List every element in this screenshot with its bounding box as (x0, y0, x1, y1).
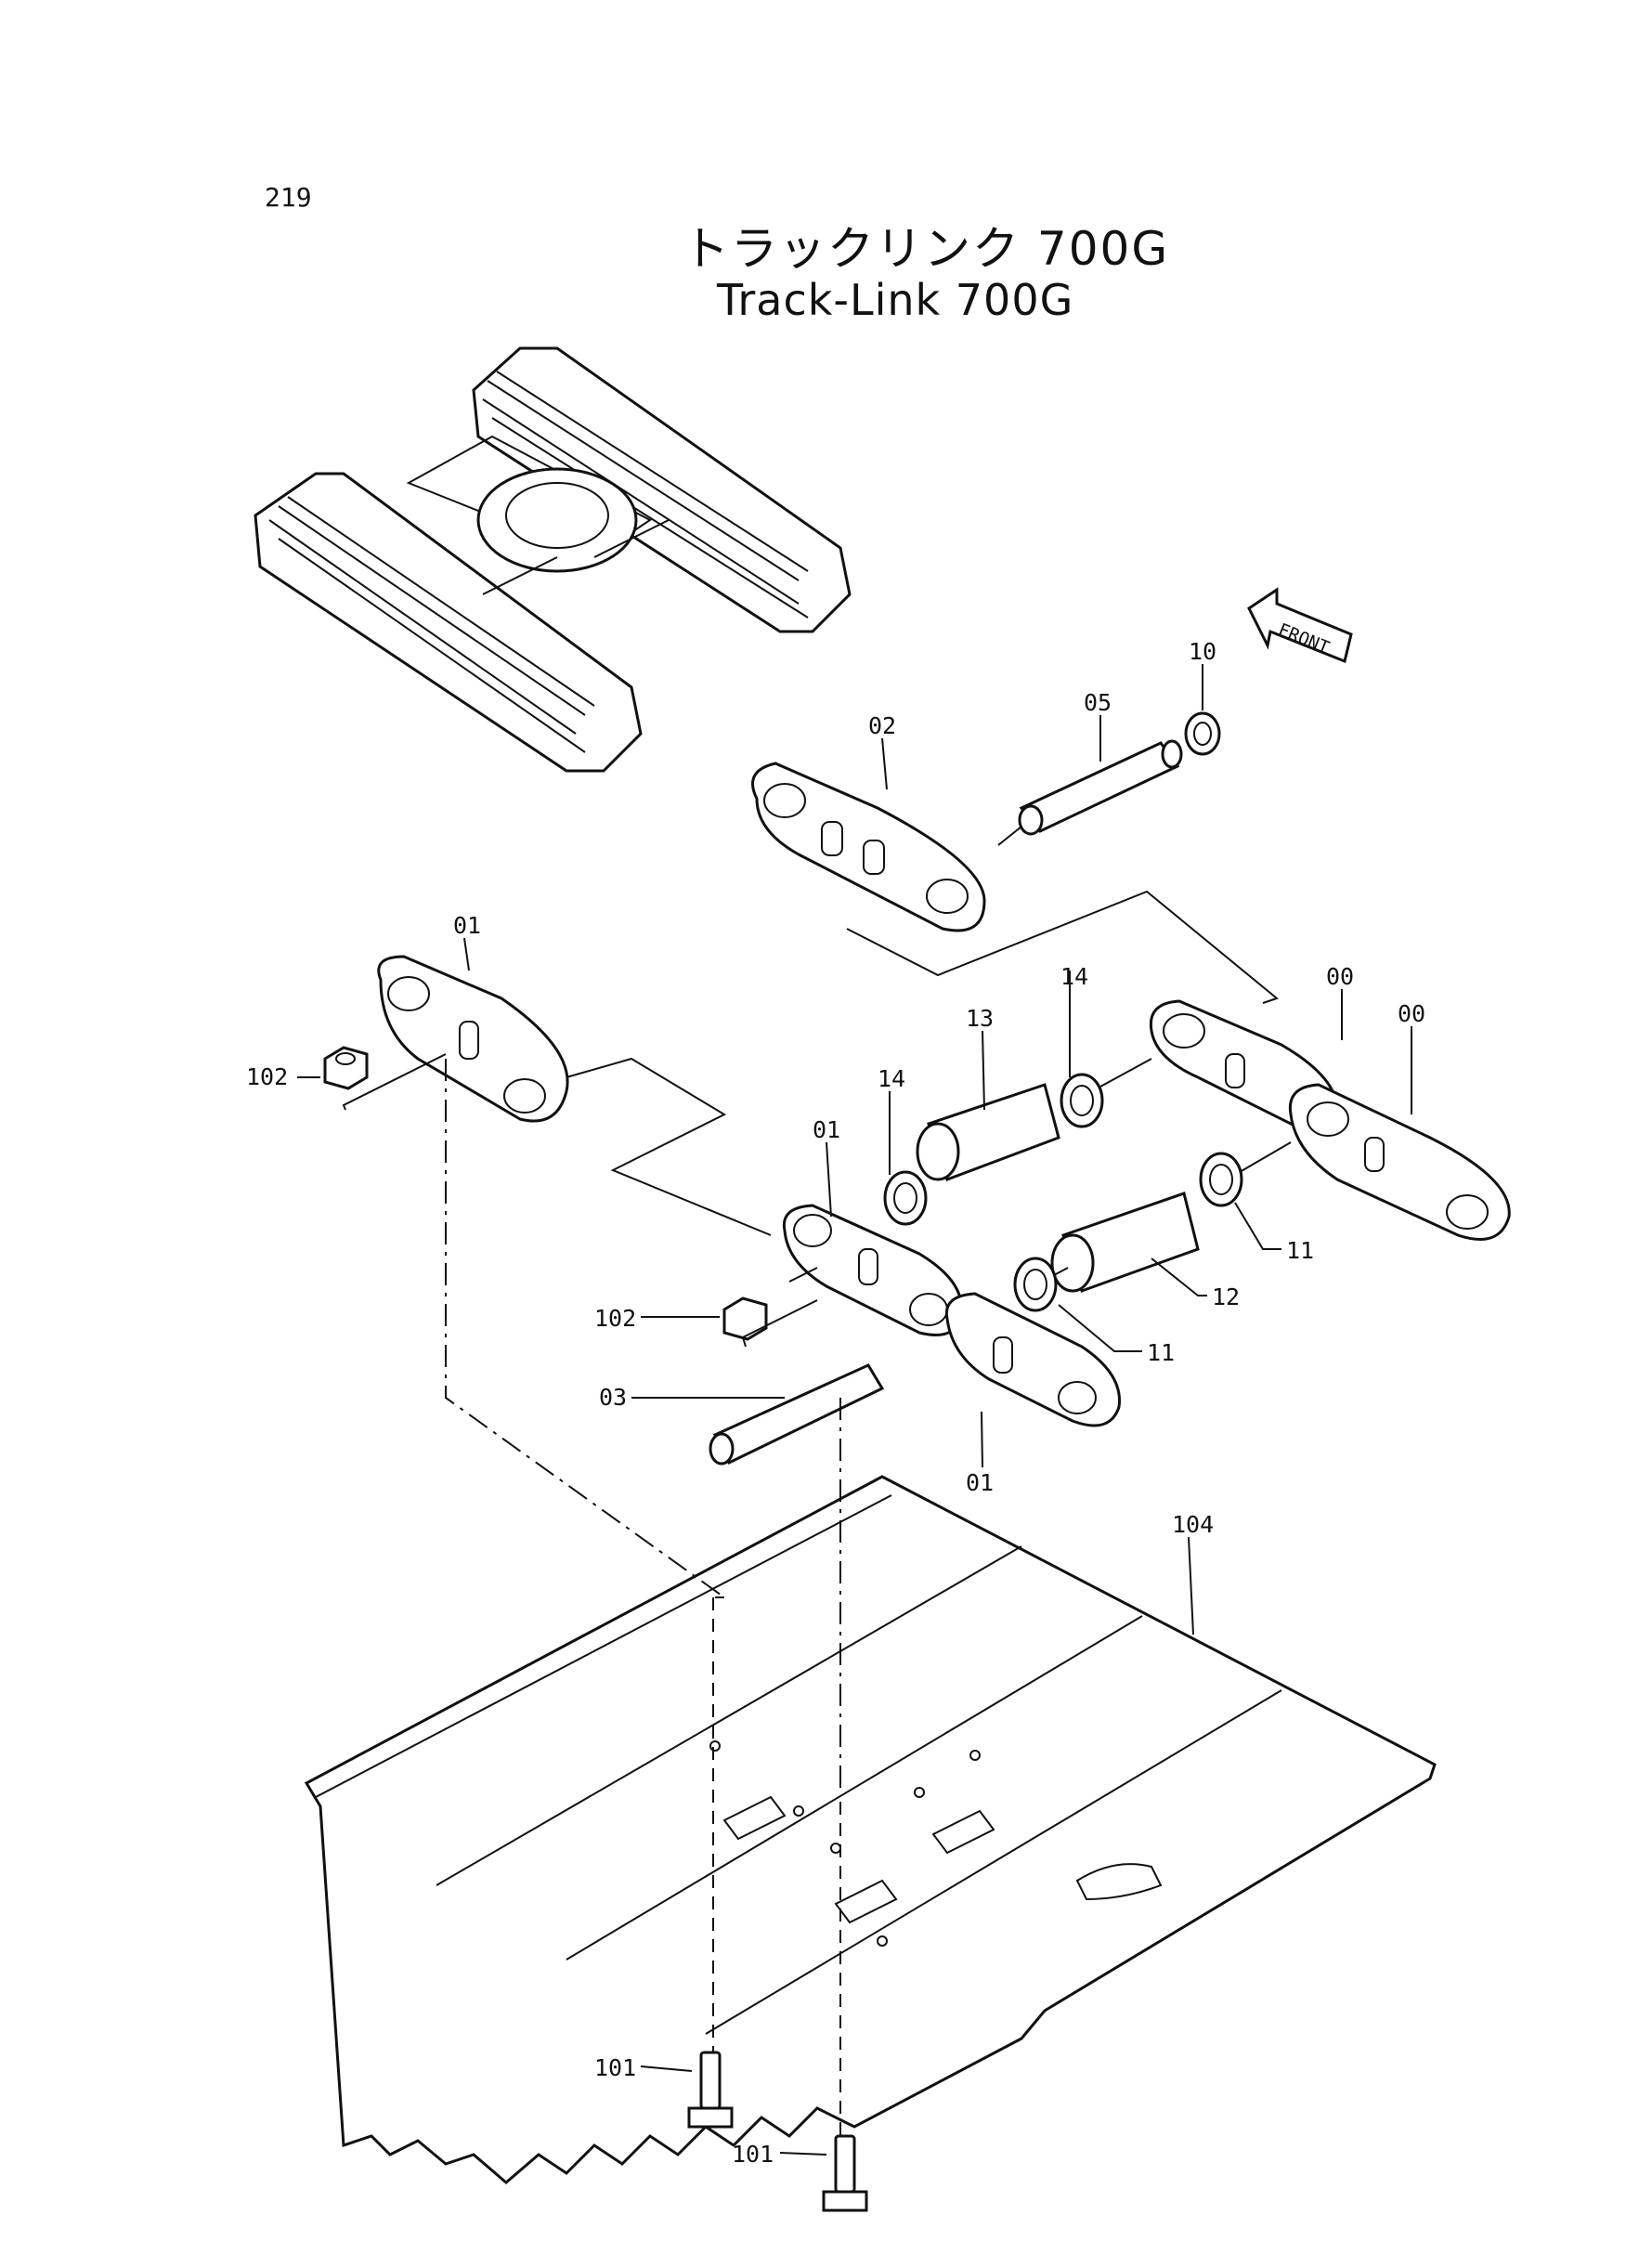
link-part-01-upper (377, 955, 569, 1123)
assembly-guide-lines (342, 826, 1292, 2136)
seal-part-14-left (883, 1170, 928, 1226)
callout-101-lower: 101 (732, 2141, 774, 2168)
callout-102-lower: 102 (594, 1305, 636, 1332)
seal-part-11-right (1199, 1152, 1243, 1207)
link-part-02 (751, 762, 986, 932)
callout-01-upper: 01 (453, 912, 481, 939)
pin-part-05 (1018, 739, 1183, 836)
callout-102-upper: 102 (246, 1063, 288, 1090)
callout-03: 03 (599, 1384, 627, 1411)
callout-11-right: 11 (1286, 1237, 1314, 1264)
callout-101-upper: 101 (594, 2054, 636, 2081)
callout-10: 10 (1189, 638, 1216, 665)
bolt-part-101-upper (687, 2051, 734, 2129)
callout-00-a: 00 (1326, 963, 1354, 990)
track-shoe-part-104 (304, 1475, 1437, 2184)
link-part-01-middle (782, 1204, 1121, 1427)
pin-part-03 (709, 1363, 885, 1466)
page-number: 219 (265, 182, 312, 213)
seal-part-11-left (1013, 1257, 1058, 1312)
callout-01-lower: 01 (966, 1469, 994, 1496)
callout-104: 104 (1172, 1511, 1214, 1538)
link-part-00-pair (1149, 999, 1511, 1241)
callout-14-left: 14 (878, 1065, 905, 1092)
bolt-part-101-lower (822, 2134, 868, 2212)
callout-11-left: 11 (1147, 1339, 1175, 1366)
bushing-part-12 (1050, 1192, 1200, 1293)
seal-part-14-right (1060, 1073, 1104, 1128)
page-title-english: Track-Link 700G (717, 275, 1074, 325)
callout-labels: 02 05 10 01 102 00 00 14 13 14 01 11 12 … (246, 638, 1425, 2168)
front-arrow-icon: FRONT (1247, 587, 1353, 664)
callout-02: 02 (868, 712, 896, 739)
nut-part-102-lower (722, 1296, 768, 1341)
bushing-part-13 (916, 1083, 1060, 1181)
callout-12: 12 (1212, 1283, 1240, 1310)
callout-13: 13 (966, 1005, 994, 1032)
page-title-japanese: トラックリンク 700G (683, 222, 1170, 276)
snap-ring-part-10 (1184, 711, 1221, 756)
callout-leaders (297, 664, 1412, 2156)
callout-14-right: 14 (1060, 963, 1088, 990)
undercarriage-overview-illustration (254, 346, 852, 773)
callout-05: 05 (1084, 689, 1112, 716)
callout-01-middle: 01 (813, 1116, 840, 1143)
callout-00-b: 00 (1398, 1000, 1425, 1027)
